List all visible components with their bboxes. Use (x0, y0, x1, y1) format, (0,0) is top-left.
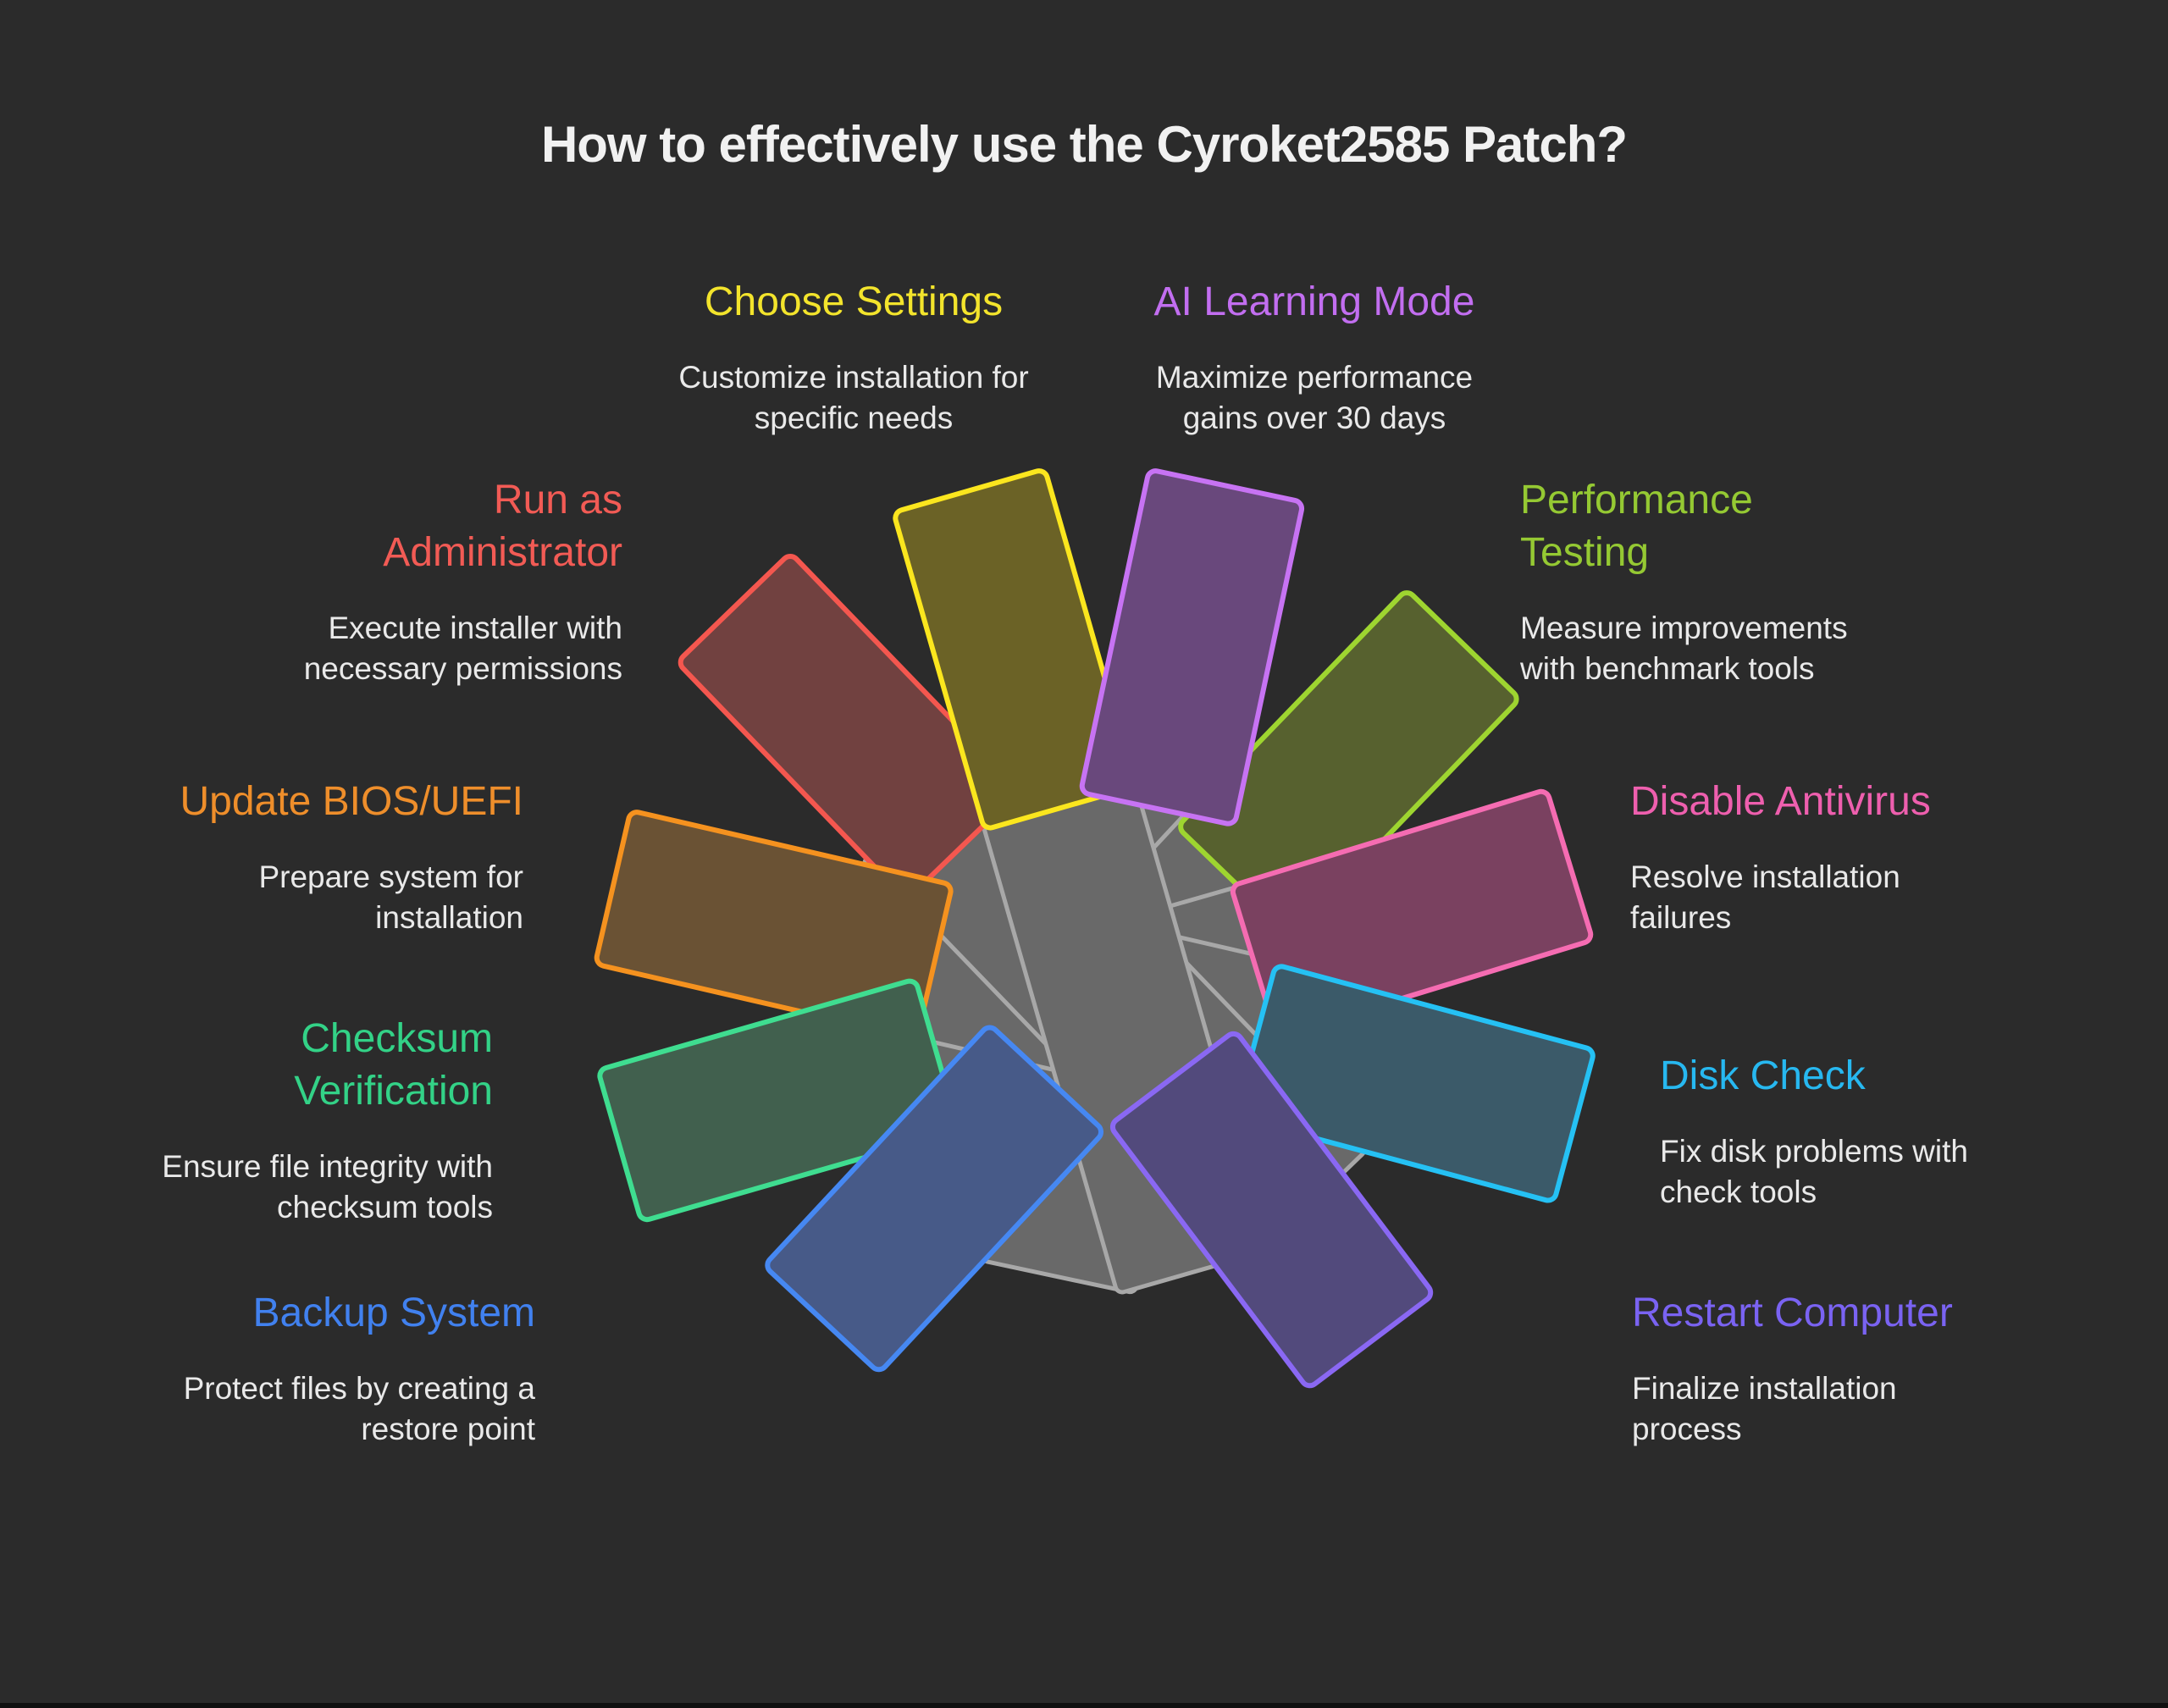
step-block-performance-testing: Performance Testing Measure improvements… (1520, 474, 1848, 689)
step-label-checksum-verification: Checksum Verification (294, 1016, 493, 1114)
step-block-update-bios: Update BIOS/UEFI Prepare system for inst… (180, 776, 524, 938)
petal-performance-testing (1178, 590, 1519, 936)
step-desc-run-as-admin: Execute installer with necessary permiss… (303, 611, 622, 686)
petal-choose-settings (893, 468, 1137, 831)
step-block-ai-learning-mode: AI Learning Mode Maximize performance ga… (1052, 276, 1577, 439)
step-desc-disk-check: Fix disk problems with check tools (1660, 1134, 1968, 1209)
step-label-disable-antivirus: Disable Antivirus (1630, 779, 1931, 824)
step-block-checksum-verification: Checksum Verification Ensure file integr… (162, 1013, 493, 1228)
step-desc-update-bios: Prepare system for installation (258, 860, 523, 935)
step-label-update-bios: Update BIOS/UEFI (180, 779, 524, 824)
step-desc-checksum-verification: Ensure file integrity with checksum tool… (162, 1149, 493, 1224)
petal-checksum-verification (597, 978, 960, 1223)
step-block-disk-check: Disk Check Fix disk problems with check … (1660, 1050, 1968, 1213)
petal-restart-computer (1109, 1031, 1434, 1389)
step-desc-choose-settings: Customize installation for specific need… (678, 360, 1029, 435)
step-desc-disable-antivirus: Resolve installation failures (1630, 860, 1900, 935)
step-label-ai-learning-mode: AI Learning Mode (1153, 279, 1475, 324)
step-label-backup-system: Backup System (252, 1291, 535, 1335)
step-block-restart-computer: Restart Computer Finalize installation p… (1632, 1287, 1953, 1450)
step-block-backup-system: Backup System Protect files by creating … (184, 1287, 535, 1450)
step-label-performance-testing: Performance Testing (1520, 478, 1753, 575)
step-label-choose-settings: Choose Settings (704, 279, 1004, 324)
step-block-choose-settings: Choose Settings Customize installation f… (591, 276, 1116, 439)
step-desc-backup-system: Protect files by creating a restore poin… (183, 1371, 535, 1446)
petal-backup-system (765, 1025, 1104, 1373)
step-label-run-as-admin: Run as Administrator (383, 478, 622, 575)
step-block-disable-antivirus: Disable Antivirus Resolve installation f… (1630, 776, 1931, 938)
page-title: How to effectively use the Cyroket2585 P… (540, 116, 1628, 173)
step-label-disk-check: Disk Check (1660, 1053, 1866, 1098)
petal-run-as-admin (678, 553, 1020, 899)
petal-ai-learning-mode (1079, 468, 1305, 826)
step-block-run-as-admin: Run as Administrator Execute installer w… (304, 474, 622, 689)
step-desc-performance-testing: Measure improvements with benchmark tool… (1520, 611, 1848, 686)
petal-update-bios (594, 810, 954, 1040)
step-desc-ai-learning-mode: Maximize performance gains over 30 days (1155, 360, 1474, 435)
petal-disk-check (1234, 964, 1596, 1203)
bottom-edge-strip (0, 1703, 2168, 1708)
step-label-restart-computer: Restart Computer (1632, 1291, 1953, 1335)
petal-disable-antivirus (1230, 788, 1594, 1037)
step-desc-restart-computer: Finalize installation process (1632, 1371, 1897, 1446)
